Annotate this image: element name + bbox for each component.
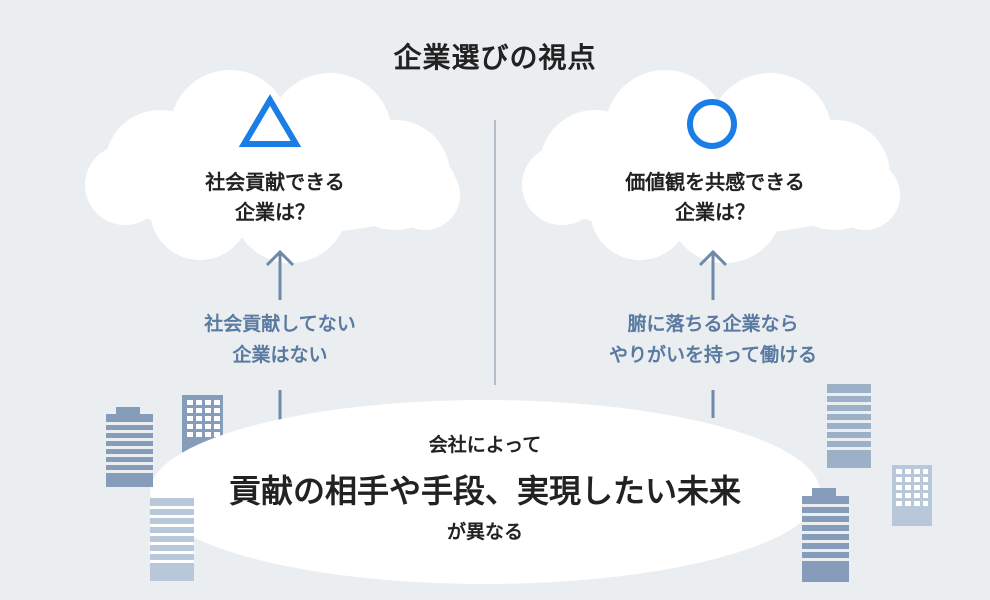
right-arrow-line: 腑に落ちる企業なら xyxy=(627,313,799,335)
left-arrow-line: 企業はない xyxy=(232,344,328,366)
building-icon xyxy=(106,407,153,487)
building-icon xyxy=(802,488,849,582)
triangle-icon xyxy=(238,94,302,147)
right-cloud xyxy=(522,70,900,263)
right-arrow xyxy=(698,249,728,418)
building-icon xyxy=(150,498,194,581)
bottom-ellipse xyxy=(150,400,820,584)
building-icon xyxy=(892,465,932,526)
bottom-top-text: 会社によって xyxy=(428,434,542,456)
left-arrow xyxy=(265,249,295,422)
right-cloud-text: 価値観を共感できる 企業は？ xyxy=(560,167,870,227)
building-icon xyxy=(827,384,871,468)
right-cloud-line: 価値観を共感できる xyxy=(625,170,805,194)
right-arrow-line: やりがいを持って働ける xyxy=(608,344,818,366)
bottom-main-text: 貢献の相手や手段、実現したい未来 xyxy=(228,472,741,510)
right-cloud-line: 企業は？ xyxy=(675,200,755,224)
left-cloud-line: 企業は？ xyxy=(235,200,315,224)
left-arrow-label: 社会貢献してない 企業はない xyxy=(130,309,430,371)
left-cloud-text: 社会貢献できる 企業は？ xyxy=(120,167,430,227)
circle-icon xyxy=(687,99,737,149)
bottom-end-text: が異なる xyxy=(446,521,523,543)
right-arrow-label: 腑に落ちる企業なら やりがいを持って働ける xyxy=(563,309,863,371)
left-cloud-line: 社会貢献できる xyxy=(205,170,345,194)
left-arrow-line: 社会貢献してない xyxy=(204,313,356,335)
left-cloud xyxy=(85,70,460,263)
page-title: 企業選びの視点 xyxy=(393,41,597,74)
